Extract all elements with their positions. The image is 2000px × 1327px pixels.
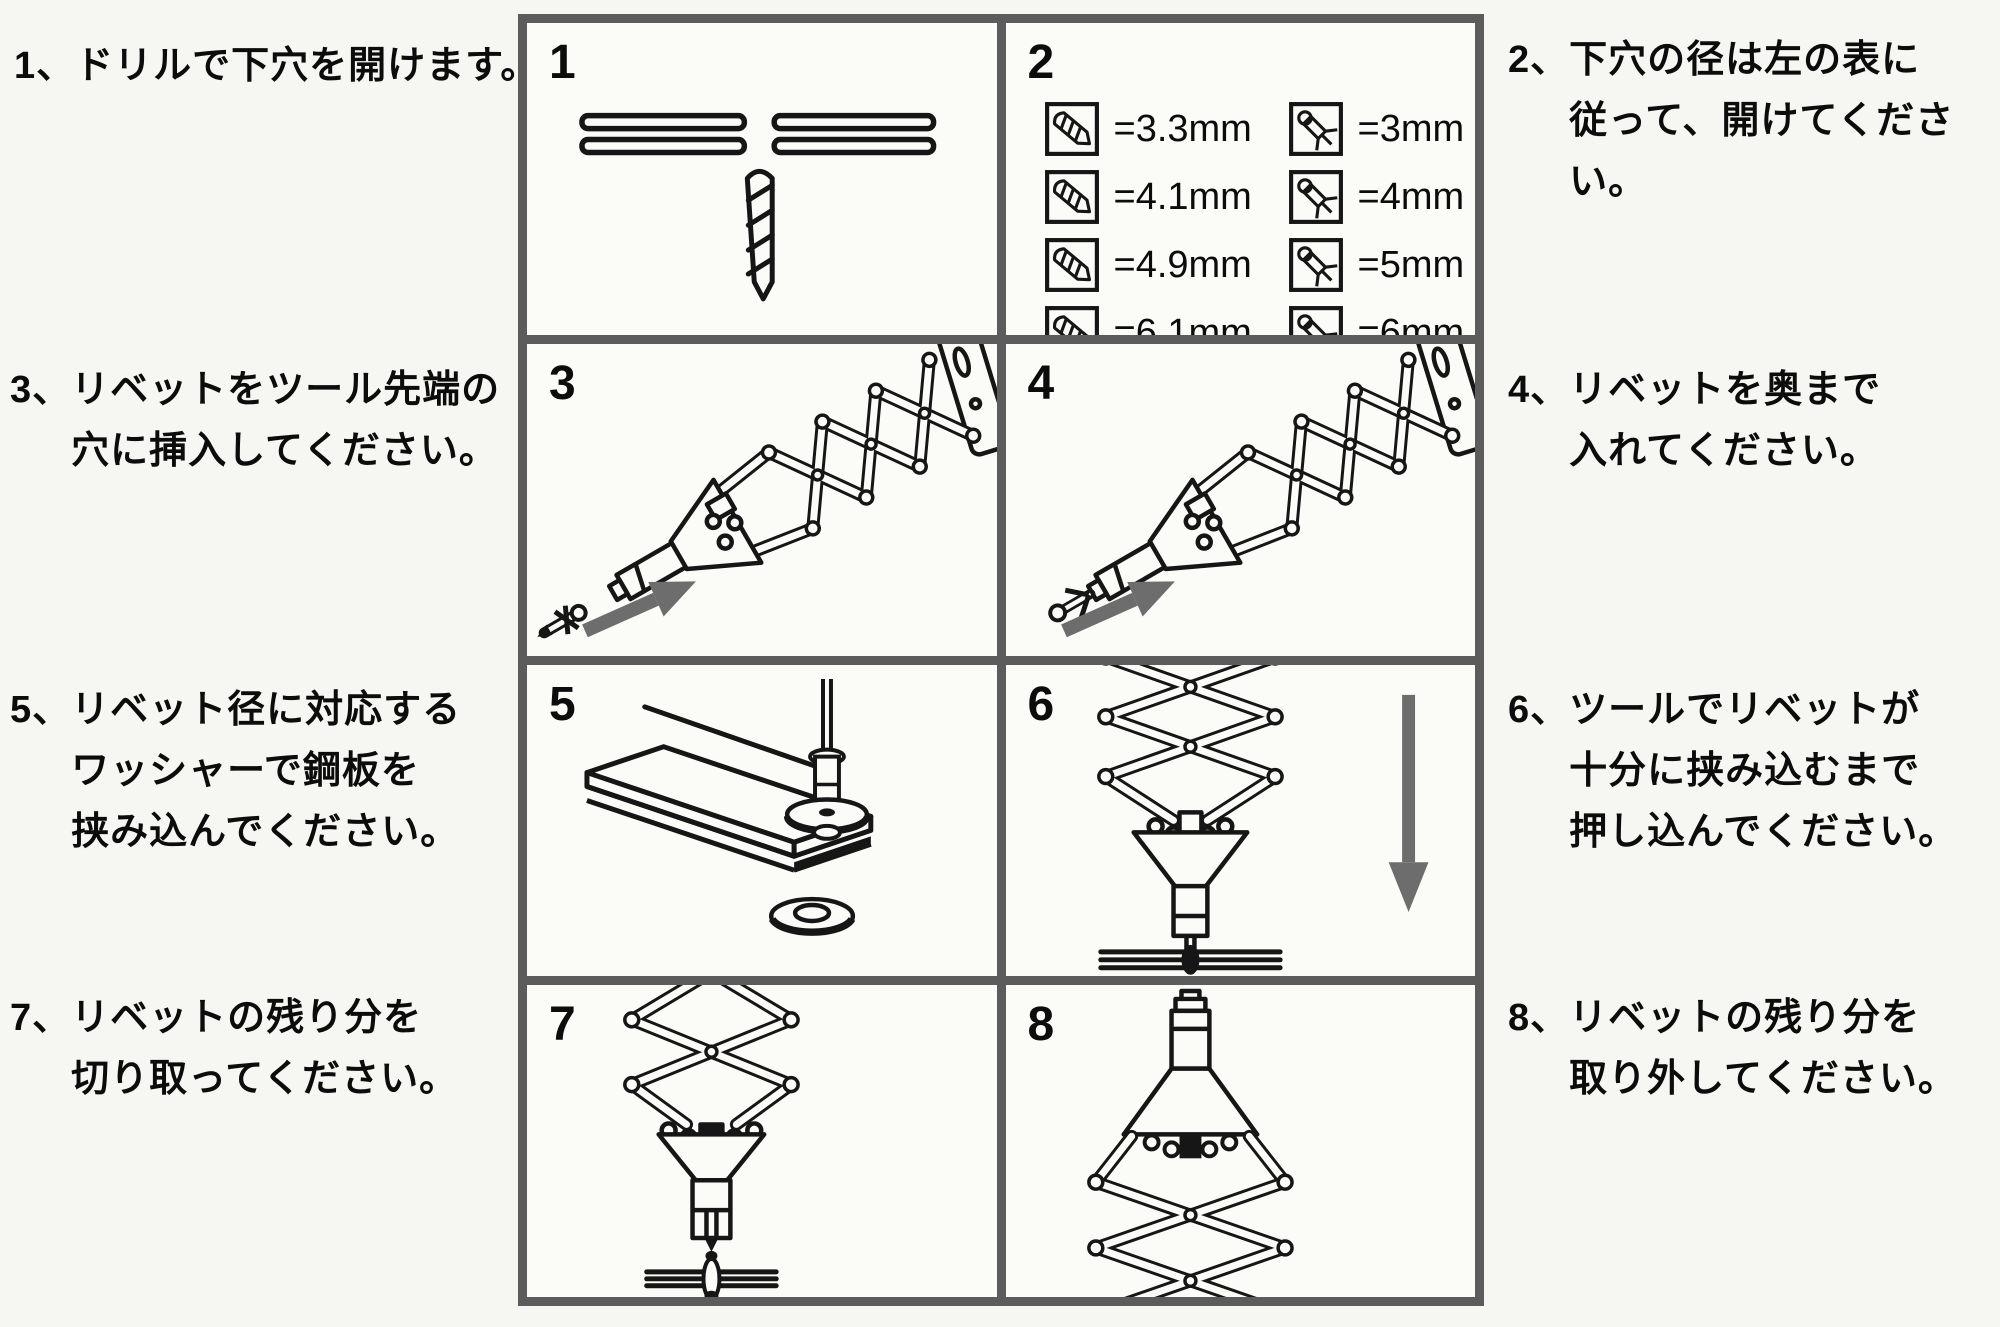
panel-1: 1 <box>527 23 997 335</box>
step-number: 3、 <box>10 369 72 411</box>
instruction-step-6: 6、 ツールでリベットが 十分に挟み込むまで 押し込んでください。 <box>1508 680 1957 862</box>
drill-size-label: =3.3mm <box>1113 107 1252 150</box>
panel-8: 8 <box>1005 985 1475 1297</box>
drill-bit-icon <box>1044 238 1099 292</box>
drill-size-label: =4.9mm <box>1113 243 1252 286</box>
panel-number: 5 <box>549 677 576 731</box>
drill-bit-icon <box>1044 102 1099 156</box>
rivet-size-label: =3mm <box>1357 107 1465 150</box>
instruction-step-5: 5、 リベット径に対応する ワッシャーで鋼板を 挟み込んでください。 <box>10 680 461 862</box>
plates-and-drill-art <box>579 112 937 302</box>
panel-5: 5 <box>527 664 997 977</box>
riveter-tool-insert-art <box>537 343 997 639</box>
step-number: 2、 <box>1508 39 1570 81</box>
step-number: 6、 <box>1508 689 1570 731</box>
panel-4: 4 <box>1005 343 1475 656</box>
panel-7: 7 <box>527 985 997 1297</box>
riveter-lifted-art <box>623 985 800 1297</box>
rivet-icon <box>1288 306 1343 335</box>
drill-bit-icon <box>1044 306 1099 335</box>
panel-number: 3 <box>549 356 576 410</box>
step-number: 7、 <box>10 997 72 1039</box>
panel-6: 6 <box>1005 664 1475 977</box>
step-number: 5、 <box>10 689 72 731</box>
panel-number: 6 <box>1027 677 1055 731</box>
arrow-up-right-icon <box>1060 581 1175 637</box>
step-text: リベットを奥まで 入れてください。 <box>1569 369 1882 472</box>
drill-bit-icon <box>1044 170 1099 224</box>
rivet-washer-plates-art <box>584 678 874 936</box>
instruction-panel-grid: 1 2 <box>518 14 1484 1306</box>
instruction-step-8: 8、 リベットの残り分を 取り外してください。 <box>1508 988 1957 1110</box>
step-text: ツールでリベットが 十分に挟み込むまで 押し込んでください。 <box>1569 689 1958 853</box>
rivet-art <box>1047 587 1095 623</box>
step-text: リベット径に対応する ワッシャーで鋼板を 挟み込んでください。 <box>71 689 462 853</box>
panel-number: 4 <box>1027 356 1055 410</box>
rivet-size-label: =6mm <box>1357 311 1465 335</box>
riveter-inverted-art <box>1086 988 1294 1297</box>
drill-size-label: =4.1mm <box>1113 175 1252 218</box>
rivet-art <box>537 603 588 639</box>
step-number: 8、 <box>1508 997 1570 1039</box>
step-number: 1、 <box>14 45 76 87</box>
panel-number: 7 <box>549 998 576 1052</box>
instruction-step-1: 1、 ドリルで下穴を開けます。 <box>14 36 539 97</box>
step-number: 4、 <box>1508 369 1570 411</box>
rivet-size-label: =4mm <box>1357 175 1465 218</box>
instruction-step-4: 4、 リベットを奥まで 入れてください。 <box>1508 360 1881 482</box>
step-text: リベットをツール先端の 穴に挿入してください。 <box>71 369 501 472</box>
drill-size-label: =6.1mm <box>1113 311 1252 335</box>
instruction-step-3: 3、 リベットをツール先端の 穴に挿入してください。 <box>10 360 500 482</box>
riveter-pressing-art <box>1096 664 1428 975</box>
rivet-icon <box>1288 238 1343 292</box>
step-text: 下穴の径は左の表に 従って、開けてください。 <box>1569 39 1955 203</box>
step-text: リベットの残り分を 切り取ってください。 <box>71 997 459 1100</box>
instruction-step-2: 2、 下穴の径は左の表に 従って、開けてください。 <box>1508 30 2000 212</box>
panel-2: 2 =3.3mm =3mm <box>1005 23 1476 335</box>
riveter-tool-loaded-art <box>1047 343 1475 637</box>
panel-number: 1 <box>549 36 576 89</box>
instruction-step-7: 7、 リベットの残り分を 切り取ってください。 <box>10 988 458 1110</box>
rivet-icon <box>1288 170 1343 224</box>
panel-number: 8 <box>1027 998 1055 1052</box>
drill-rivet-size-table: =3.3mm =3mm =4.1mm <box>1044 101 1476 335</box>
panel-number: 2 <box>1027 36 1055 89</box>
step-text: ドリルで下穴を開けます。 <box>75 45 540 87</box>
rivet-icon <box>1288 102 1343 156</box>
rivet-size-label: =5mm <box>1357 243 1465 286</box>
arrow-down-icon <box>1388 694 1428 912</box>
panel-3: 3 <box>527 343 997 656</box>
step-text: リベットの残り分を 取り外してください。 <box>1569 997 1957 1100</box>
arrow-up-right-icon <box>582 581 696 637</box>
